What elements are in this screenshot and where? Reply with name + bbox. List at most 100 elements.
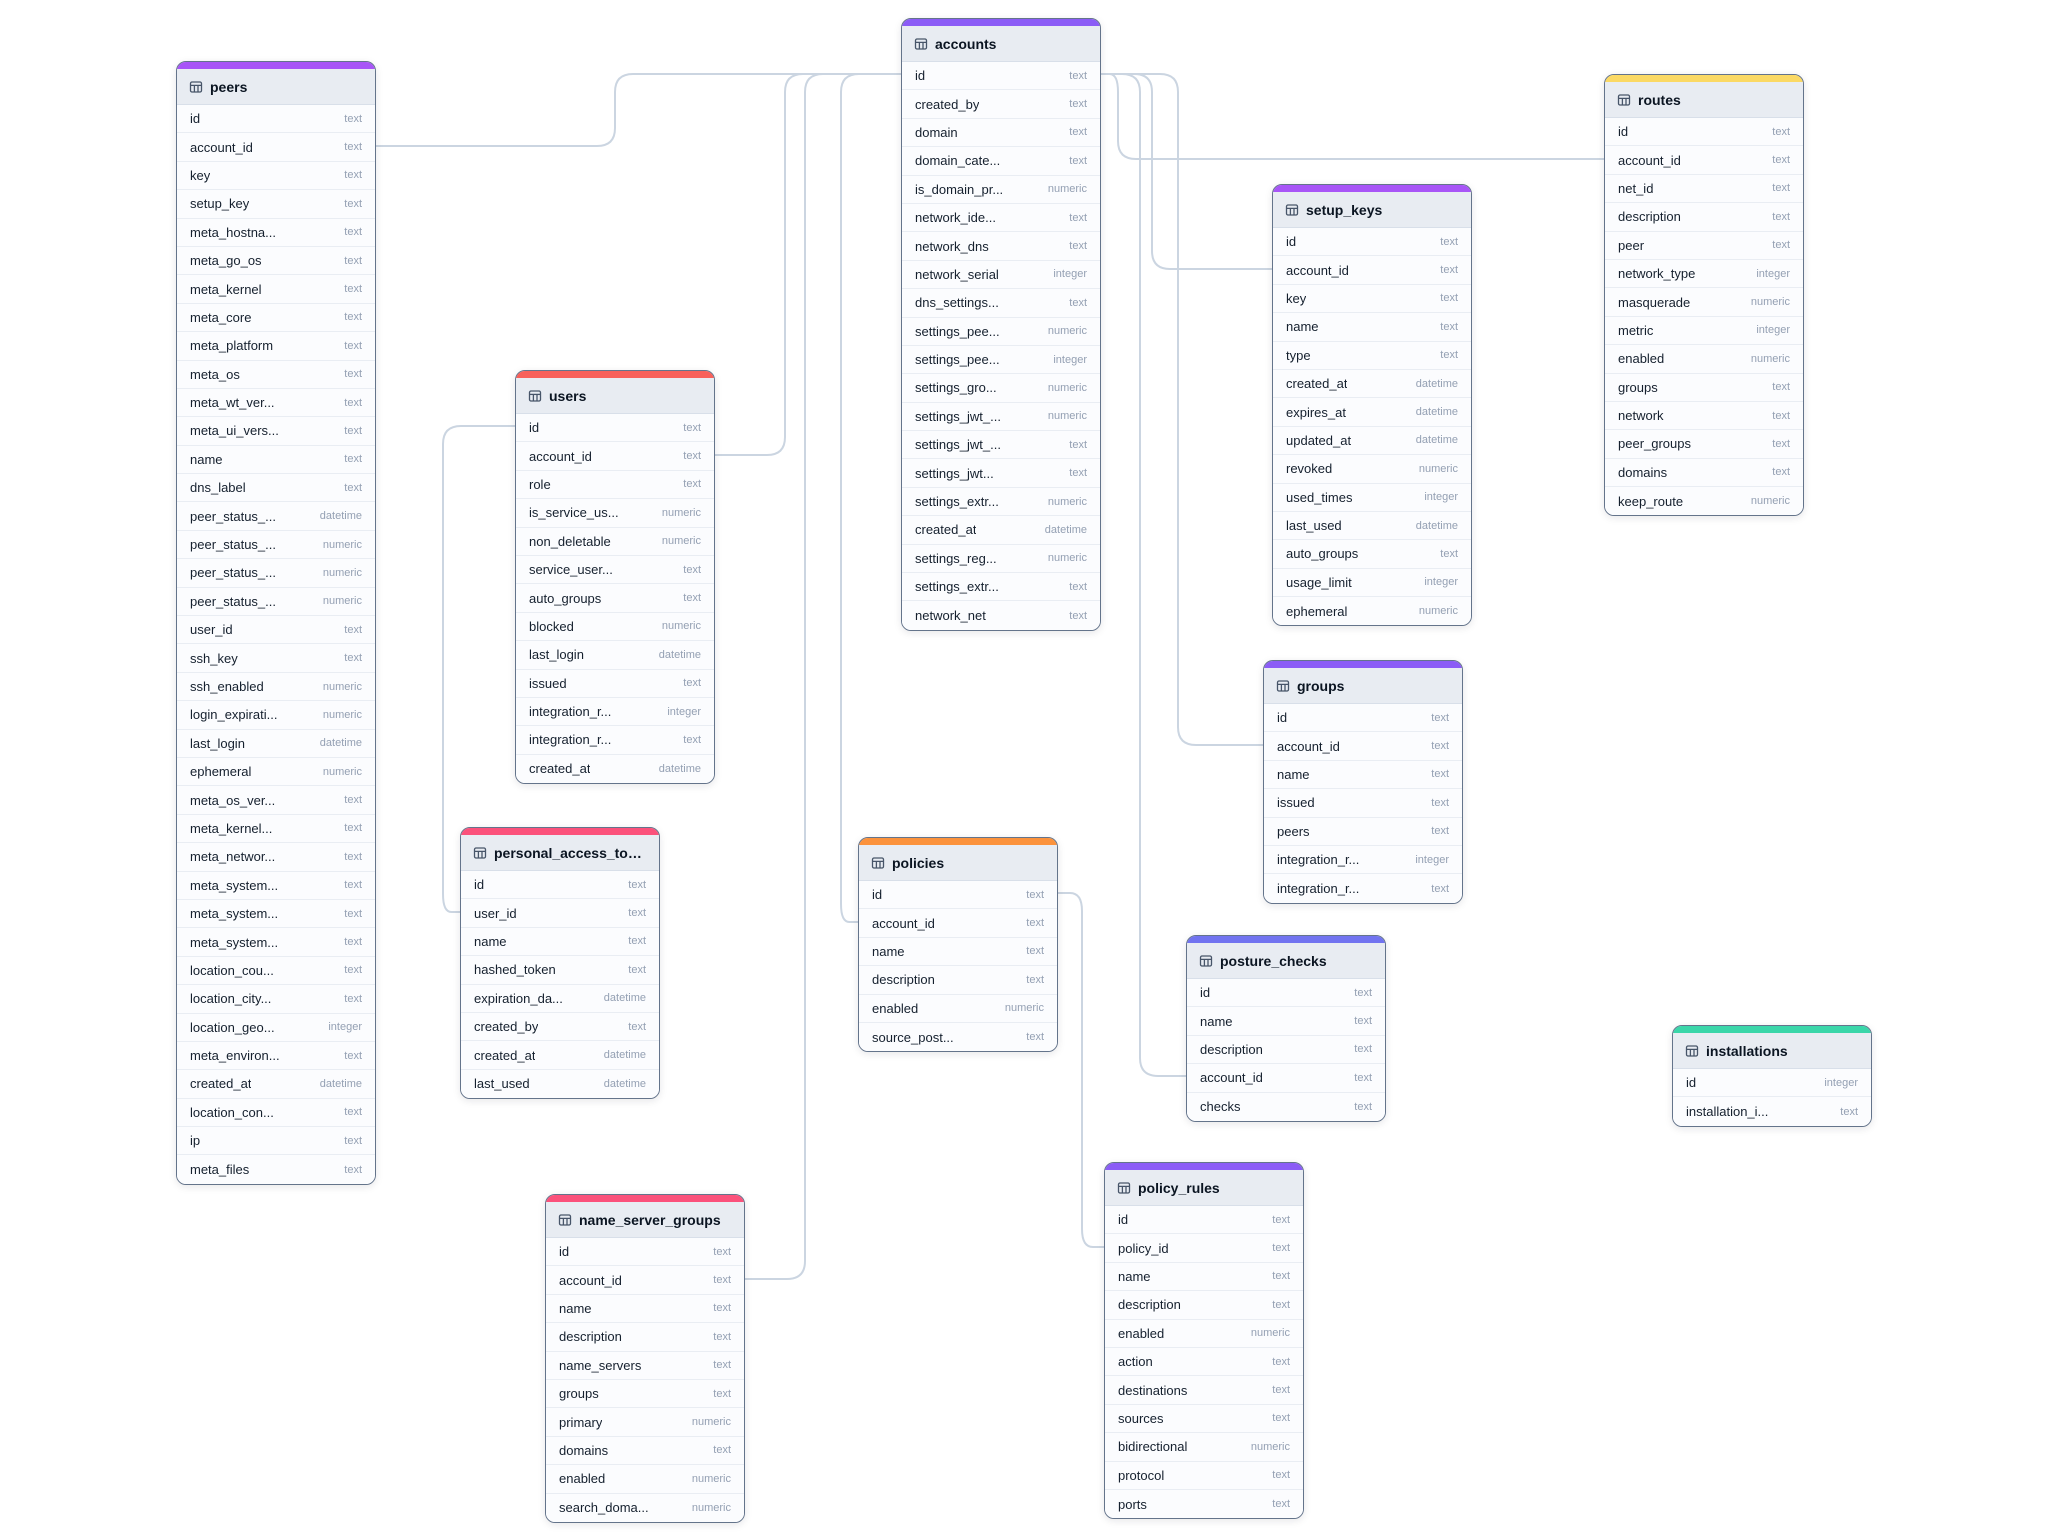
table-header-policy_rules[interactable]: policy_rules bbox=[1105, 1170, 1303, 1206]
field-name: created_at bbox=[474, 1047, 536, 1063]
field-row-users-integration_r...: integration_r...text bbox=[516, 726, 714, 755]
field-name: non_deletable bbox=[529, 533, 611, 549]
field-type: text bbox=[1772, 466, 1790, 479]
table-header-policies[interactable]: policies bbox=[859, 845, 1057, 881]
table-color-strip bbox=[1187, 936, 1385, 943]
field-name: id bbox=[190, 111, 201, 127]
table-header-routes[interactable]: routes bbox=[1605, 82, 1803, 118]
field-name: peer_status_... bbox=[190, 593, 276, 609]
field-row-peers-meta_os_ver...: meta_os_ver...text bbox=[177, 786, 375, 815]
table-name: policies bbox=[892, 854, 945, 871]
field-name: enabled bbox=[1618, 351, 1665, 367]
field-type: numeric bbox=[1047, 325, 1087, 338]
relationship-edge-name_server_groups.account_id-accounts.id[interactable] bbox=[744, 73, 902, 1280]
field-name: name bbox=[190, 451, 223, 467]
relationship-edge-policies.id-policy_rules.policy_id[interactable] bbox=[1057, 892, 1105, 1248]
field-name: installation_i... bbox=[1686, 1104, 1769, 1120]
field-name: created_at bbox=[915, 522, 977, 538]
field-type: numeric bbox=[1047, 495, 1087, 508]
field-type: datetime bbox=[319, 510, 362, 523]
field-type: text bbox=[1772, 409, 1790, 422]
field-name: settings_jwt... bbox=[915, 465, 994, 481]
relationship-edge-policies.account_id-accounts.id[interactable] bbox=[840, 73, 902, 923]
field-type: text bbox=[344, 254, 362, 267]
field-type: text bbox=[1772, 182, 1790, 195]
field-name: login_expirati... bbox=[190, 707, 278, 723]
field-type: text bbox=[628, 907, 646, 920]
field-row-peers-peer_status_...: peer_status_...datetime bbox=[177, 502, 375, 531]
field-type: integer bbox=[1756, 267, 1790, 280]
field-name: account_id bbox=[529, 448, 592, 464]
field-type: text bbox=[344, 907, 362, 920]
relationship-edge-users.account_id-accounts.id[interactable] bbox=[711, 73, 902, 456]
field-name: destinations bbox=[1118, 1382, 1188, 1398]
field-name: usage_limit bbox=[1286, 574, 1352, 590]
field-name: settings_pee... bbox=[915, 323, 1000, 339]
table-header-name_server_groups[interactable]: name_server_groups bbox=[546, 1202, 744, 1238]
field-name: settings_gro... bbox=[915, 380, 997, 396]
relationship-edge-accounts.id-posture_checks.account_id[interactable] bbox=[1100, 73, 1187, 1077]
field-name: search_doma... bbox=[559, 1500, 649, 1516]
table-header-accounts[interactable]: accounts bbox=[902, 26, 1100, 62]
field-name: id bbox=[1286, 234, 1297, 250]
field-name: domain_cate... bbox=[915, 153, 1001, 169]
table-header-users[interactable]: users bbox=[516, 378, 714, 414]
field-type: text bbox=[1440, 264, 1458, 277]
field-type: text bbox=[713, 1245, 731, 1258]
field-name: service_user... bbox=[529, 562, 613, 578]
table-header-installations[interactable]: installations bbox=[1673, 1033, 1871, 1069]
relationship-edge-peers.account_id-accounts.id[interactable] bbox=[375, 73, 902, 147]
field-name: policy_id bbox=[1118, 1240, 1169, 1256]
table-header-peers[interactable]: peers bbox=[177, 69, 375, 105]
relationship-edge-users.id-personal_access_tokens.user_id[interactable] bbox=[442, 425, 516, 913]
field-name: settings_reg... bbox=[915, 550, 997, 566]
table-color-strip bbox=[546, 1195, 744, 1202]
table-header-posture_checks[interactable]: posture_checks bbox=[1187, 943, 1385, 979]
field-name: meta_kernel bbox=[190, 281, 262, 297]
table-icon bbox=[528, 389, 542, 403]
field-name: auto_groups bbox=[529, 590, 602, 606]
relationship-edge-accounts.id-groups.account_id[interactable] bbox=[1100, 73, 1264, 746]
table-header-setup_keys[interactable]: setup_keys bbox=[1273, 192, 1471, 228]
field-type: numeric bbox=[322, 708, 362, 721]
relationship-edge-accounts.id-setup_keys.account_id[interactable] bbox=[1100, 73, 1273, 270]
field-type: text bbox=[1069, 154, 1087, 167]
field-name: created_at bbox=[1286, 376, 1348, 392]
table-header-personal_access_tokens[interactable]: personal_access_tokens bbox=[461, 835, 659, 871]
field-name: description bbox=[872, 972, 935, 988]
field-name: ephemeral bbox=[1286, 603, 1348, 619]
table-header-groups[interactable]: groups bbox=[1264, 668, 1462, 704]
relationship-edge-accounts.id-routes.account_id[interactable] bbox=[1100, 73, 1605, 160]
field-name: domains bbox=[1618, 464, 1668, 480]
field-type: text bbox=[713, 1330, 731, 1343]
field-name: description bbox=[559, 1329, 622, 1345]
